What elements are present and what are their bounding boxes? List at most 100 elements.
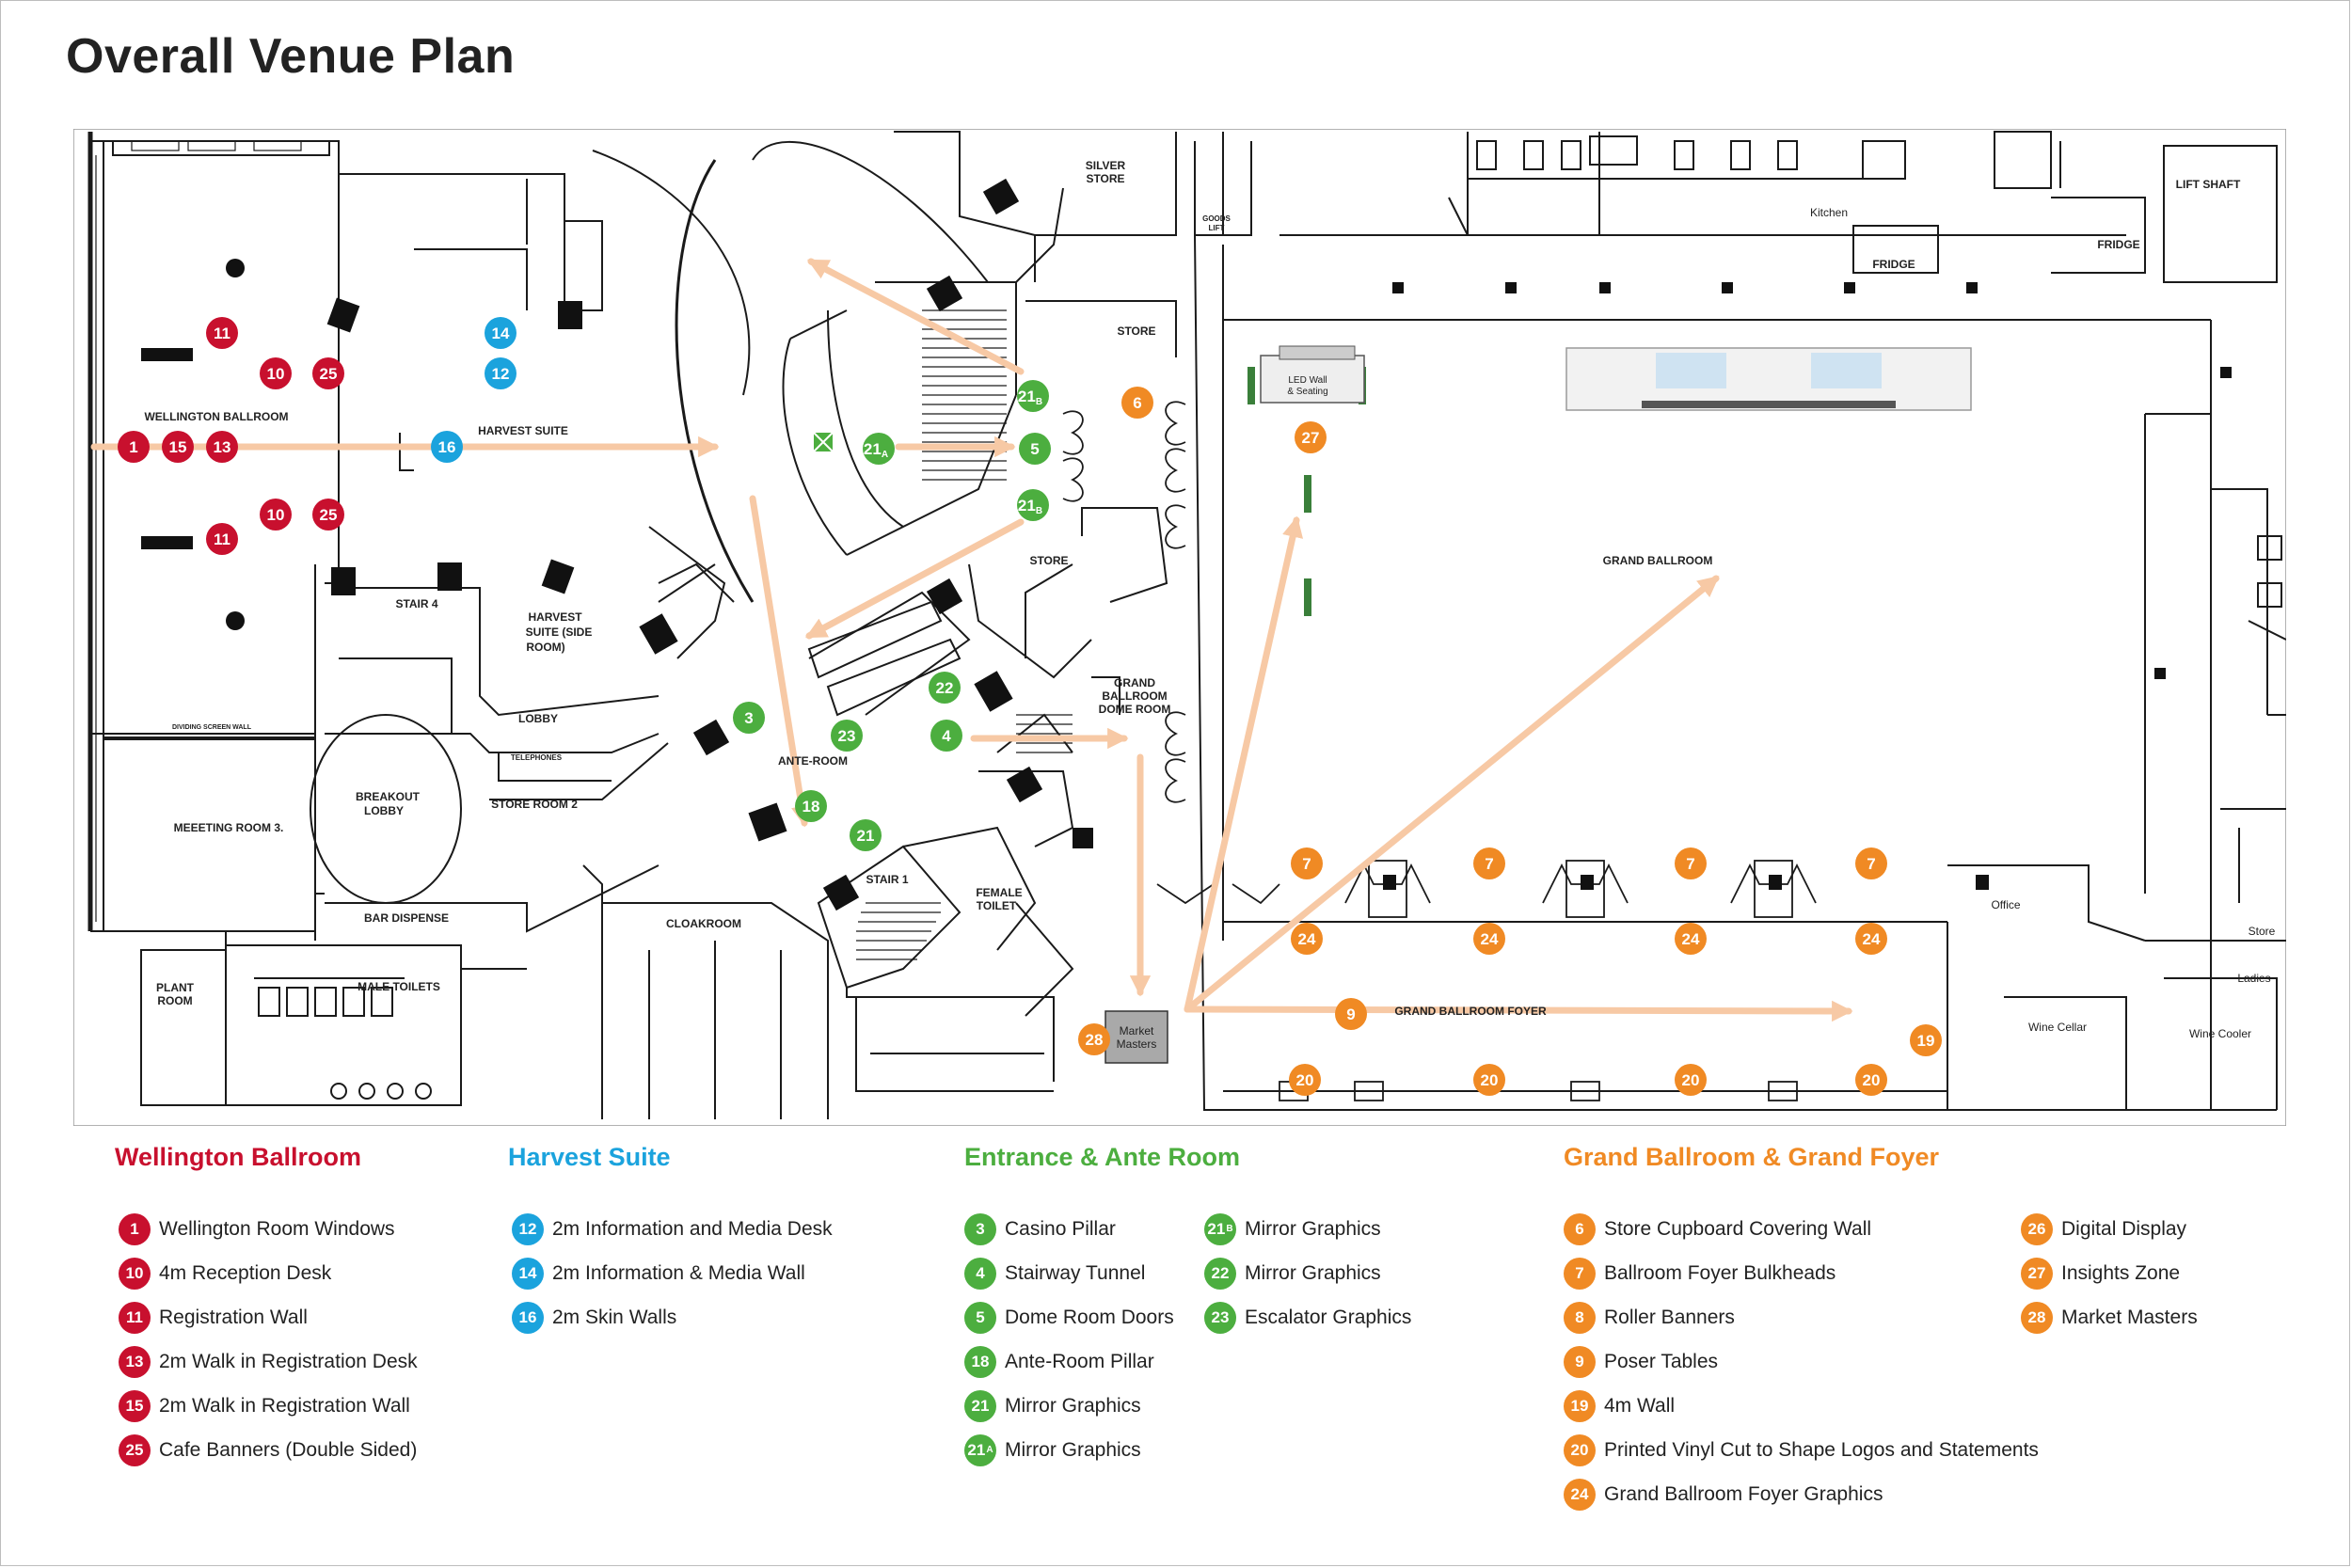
map-marker-number: 20 (1682, 1071, 1700, 1089)
label-market-masters-2: Masters (1117, 1037, 1157, 1051)
map-marker-20[interactable]: 20 (1473, 1064, 1505, 1096)
label-kitchen: Kitchen (1810, 206, 1848, 219)
map-marker-number: 10 (267, 365, 285, 383)
map-marker-20[interactable]: 20 (1855, 1064, 1887, 1096)
map-marker-20[interactable]: 20 (1675, 1064, 1707, 1096)
map-marker-circle (1017, 380, 1049, 412)
building-walls (87, 131, 2286, 1119)
map-marker-21b[interactable]: 21B (1017, 380, 1049, 412)
map-marker-number: 21 (857, 827, 875, 845)
label-ante-room: ANTE-ROOM (778, 754, 848, 768)
map-marker-22[interactable]: 22 (929, 672, 961, 704)
map-marker-25[interactable]: 25 (312, 499, 344, 531)
map-marker-20[interactable]: 20 (1289, 1064, 1321, 1096)
map-marker-circle (831, 720, 863, 752)
map-marker-number: 20 (1481, 1071, 1499, 1089)
map-marker-circle (1473, 923, 1505, 955)
map-marker-3[interactable]: 3 (733, 702, 765, 734)
label-office: Office (1991, 898, 2020, 911)
map-marker-10[interactable]: 10 (260, 499, 292, 531)
legend-item-label: 2m Skin Walls (552, 1306, 677, 1328)
window-frames (95, 140, 302, 922)
map-marker-circle (1078, 1023, 1110, 1055)
legend-number-badge: 15 (119, 1389, 151, 1422)
map-marker-16[interactable]: 16 (431, 431, 463, 463)
map-marker-21b[interactable]: 21B (1017, 489, 1049, 521)
map-marker-6[interactable]: 6 (1121, 387, 1153, 419)
map-marker-circle (1473, 1064, 1505, 1096)
map-marker-number: 18 (803, 798, 820, 816)
map-marker-number: 28 (1086, 1031, 1104, 1049)
map-marker-7[interactable]: 7 (1675, 847, 1707, 879)
legend-number-badge: 20 (1564, 1433, 1596, 1466)
map-marker-24[interactable]: 24 (1675, 923, 1707, 955)
label-store-room-2: STORE ROOM 2 (491, 798, 578, 811)
map-marker-11[interactable]: 11 (206, 317, 238, 349)
map-marker-9[interactable]: 9 (1335, 998, 1367, 1030)
map-marker-number: 25 (320, 506, 338, 524)
label-bar-dispense: BAR DISPENSE (364, 911, 449, 925)
map-marker-11[interactable]: 11 (206, 523, 238, 555)
label-stair4: STAIR 4 (395, 597, 437, 610)
map-marker-13[interactable]: 13 (206, 431, 238, 463)
map-marker-number: 13 (214, 438, 231, 456)
map-marker-19[interactable]: 19 (1910, 1024, 1942, 1056)
legend-number-badge: 11 (119, 1301, 151, 1334)
map-marker-7[interactable]: 7 (1291, 847, 1323, 879)
map-marker-27[interactable]: 27 (1295, 421, 1327, 453)
map-marker-12[interactable]: 12 (485, 357, 516, 389)
legend-item-label: Mirror Graphics (1005, 1438, 1141, 1461)
map-marker-number: 11 (214, 325, 230, 342)
map-marker-circle (733, 702, 765, 734)
legend-item-label: Printed Vinyl Cut to Shape Logos and Sta… (1604, 1438, 2039, 1461)
label-goods-lift-1: GOODS (1202, 214, 1231, 223)
legend-number-badge: 8 (1564, 1301, 1596, 1334)
map-marker-21a[interactable]: 21A (863, 433, 895, 465)
map-marker-number: 7 (1485, 855, 1493, 873)
map-marker-24[interactable]: 24 (1855, 923, 1887, 955)
label-telephones: TELEPHONES (511, 753, 563, 762)
map-marker-28[interactable]: 28 (1078, 1023, 1110, 1055)
map-marker-25[interactable]: 25 (312, 357, 344, 389)
label-dome-room-3: DOME ROOM (1099, 703, 1171, 716)
map-marker-23[interactable]: 23 (831, 720, 863, 752)
map-marker-number: 7 (1302, 855, 1311, 873)
map-marker-circle (930, 720, 962, 752)
map-marker-1[interactable]: 1 (118, 431, 150, 463)
label-breakout-1: BREAKOUT (356, 790, 421, 803)
map-marker-15[interactable]: 15 (162, 431, 194, 463)
map-marker-14[interactable]: 14 (485, 317, 516, 349)
map-marker-5[interactable]: 5 (1019, 433, 1051, 465)
map-marker-18[interactable]: 18 (795, 790, 827, 822)
map-marker-7[interactable]: 7 (1855, 847, 1887, 879)
label-harvest-side-1: HARVEST (528, 610, 582, 624)
label-harvest-side-3: ROOM) (526, 641, 564, 654)
map-marker-10[interactable]: 10 (260, 357, 292, 389)
label-male-toilets: MALE TOILETS (358, 980, 440, 993)
map-marker-24[interactable]: 24 (1291, 923, 1323, 955)
legend-number-badge: 6 (1564, 1212, 1596, 1245)
map-marker-circle (206, 317, 238, 349)
legend-item-label: 4m Wall (1604, 1394, 1676, 1417)
map-marker-24[interactable]: 24 (1473, 923, 1505, 955)
map-marker-circle (485, 357, 516, 389)
map-marker-circle (1855, 923, 1887, 955)
label-breakout-2: LOBBY (364, 804, 404, 817)
legend-number-badge: 9 (1564, 1345, 1596, 1378)
legend-item-label: 2m Walk in Registration Desk (159, 1350, 418, 1372)
map-marker-4[interactable]: 4 (930, 720, 962, 752)
legend-number-badge: 27 (2021, 1257, 2053, 1290)
map-marker-21[interactable]: 21 (850, 819, 882, 851)
label-meeting-room: MEEETING ROOM 3. (174, 821, 284, 834)
label-fridge-1: FRIDGE (1872, 258, 1915, 271)
map-marker-7[interactable]: 7 (1473, 847, 1505, 879)
